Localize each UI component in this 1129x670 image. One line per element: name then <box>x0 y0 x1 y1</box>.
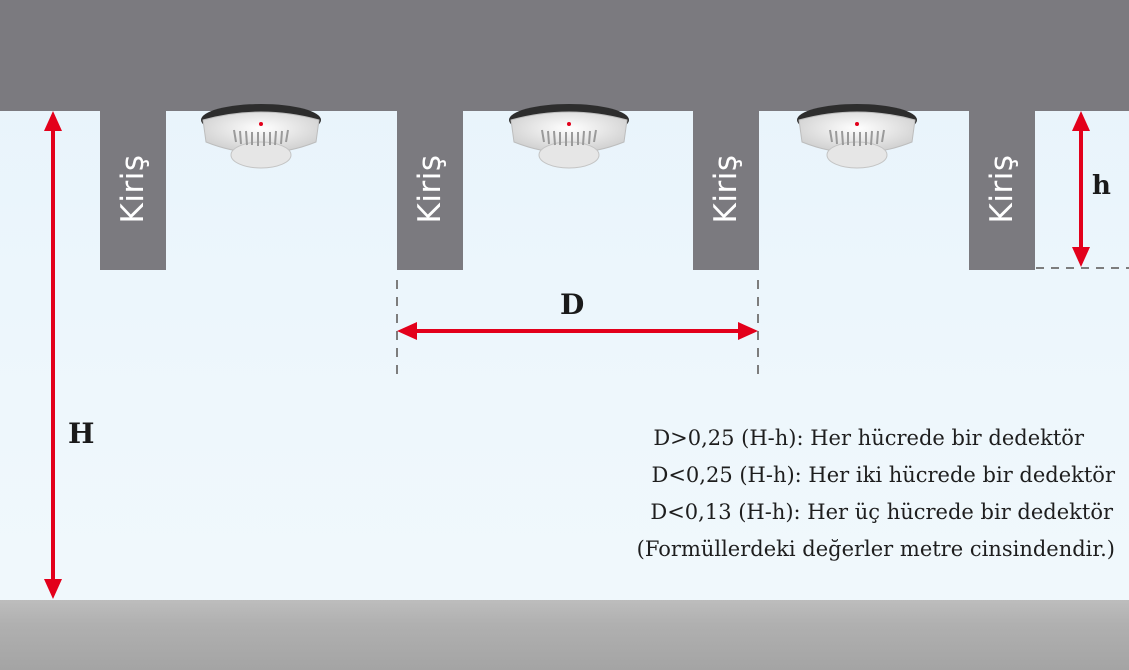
label-total-height: H <box>68 417 95 450</box>
beam-2: Kiriş <box>397 108 463 270</box>
spacing-arrow-D <box>397 322 758 340</box>
beam-3: Kiriş <box>693 108 759 270</box>
rule-note: (Formüllerdeki değerler metre cinsindend… <box>636 537 1115 561</box>
label-beam-depth: h <box>1092 171 1111 201</box>
rule-line-1: D>0,25 (H-h): Her hücrede bir dedektör <box>653 426 1084 450</box>
beam-1: Kiriş <box>100 108 166 270</box>
rule-line-2: D<0,25 (H-h): Her iki hücrede bir dedekt… <box>651 463 1115 487</box>
floor <box>0 600 1129 670</box>
height-arrow-h <box>1072 111 1090 267</box>
smoke-detector-icon <box>509 104 629 169</box>
height-arrow-H <box>44 111 62 599</box>
beam-4: Kiriş <box>969 108 1035 270</box>
ceiling <box>0 0 1129 111</box>
smoke-detector-icon <box>201 104 321 169</box>
smoke-detector-icon <box>797 104 917 169</box>
rule-line-3: D<0,13 (H-h): Her üç hücrede bir dedektö… <box>650 500 1113 524</box>
label-beam-spacing: D <box>560 288 585 321</box>
rules-text: D>0,25 (H-h): Her hücrede bir dedektör D… <box>637 420 1115 568</box>
